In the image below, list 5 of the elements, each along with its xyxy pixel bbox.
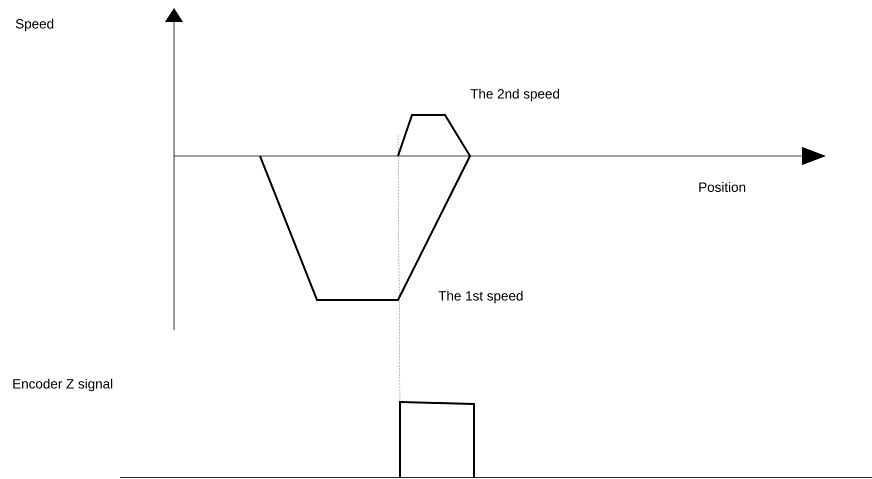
axis-label: Speed (16, 18, 54, 32)
axis-label: The 2nd speed (470, 88, 560, 102)
axis-label: Encoder Z signal (13, 378, 112, 392)
axis-label: The 1st speed (438, 290, 523, 304)
axis-label: Position (699, 182, 746, 192)
